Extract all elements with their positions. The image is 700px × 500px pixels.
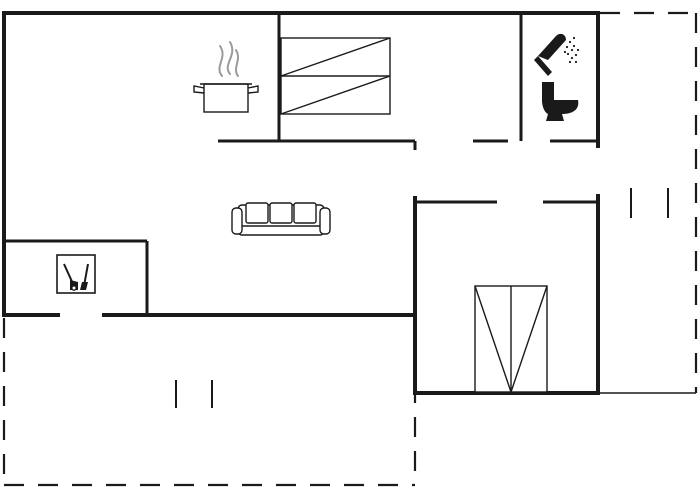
shower-icon bbox=[534, 33, 580, 76]
fireplace-tools-icon bbox=[56, 254, 96, 294]
cooking-pot-icon bbox=[193, 41, 259, 113]
partitions bbox=[4, 13, 598, 315]
sofa-icon bbox=[231, 202, 331, 236]
sliding-closet-icon bbox=[474, 285, 548, 393]
solid-walls bbox=[2, 11, 600, 485]
toilet-icon bbox=[542, 82, 579, 121]
dashed-outlines bbox=[2, 11, 698, 487]
wardrobe-icon bbox=[280, 37, 391, 115]
